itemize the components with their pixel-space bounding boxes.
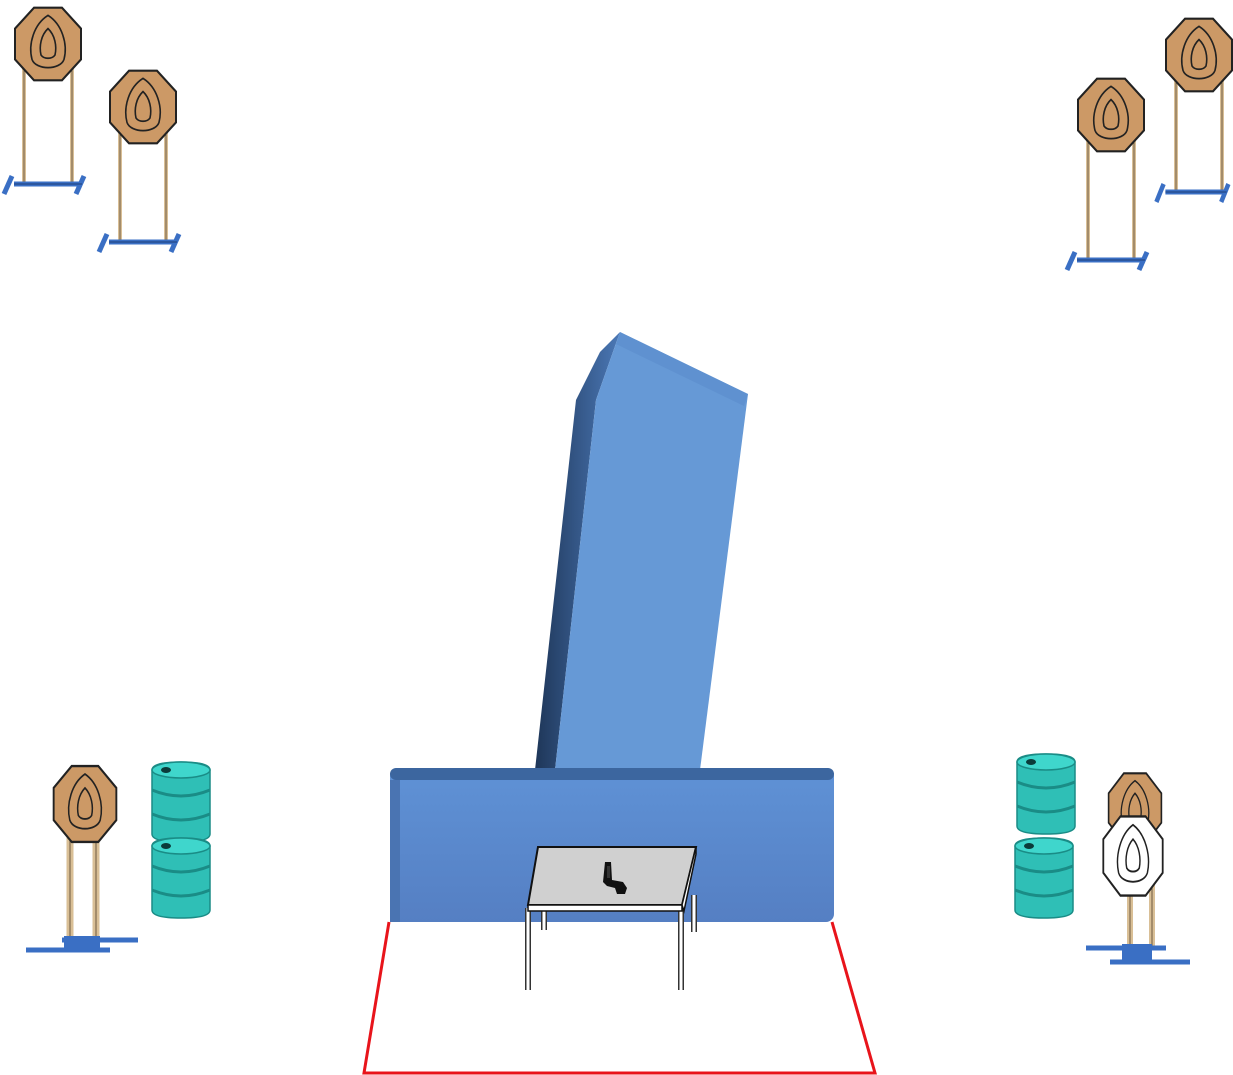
target-upper-left-1	[4, 6, 84, 194]
oil-barrel-icon	[1013, 836, 1075, 920]
no-shoot-target-icon	[1102, 815, 1164, 897]
target-upper-right-2	[1156, 17, 1233, 202]
target-lower-left	[26, 764, 138, 953]
tall-wall	[535, 332, 748, 770]
octagon-steel-target-icon	[52, 764, 118, 844]
octagon-steel-target-icon	[1076, 77, 1146, 153]
barrel-stack-right	[1013, 752, 1077, 920]
oil-barrel-icon	[150, 760, 212, 844]
oil-barrel-icon	[1015, 752, 1077, 836]
no-shoot-target	[1102, 815, 1164, 897]
octagon-steel-target-icon	[108, 69, 178, 145]
octagon-steel-target-icon	[1164, 17, 1233, 93]
oil-barrel-icon	[150, 836, 212, 920]
low-wall	[390, 768, 834, 922]
table	[525, 846, 698, 990]
target-upper-right-1	[1067, 77, 1147, 270]
pistol-icon	[603, 862, 627, 894]
target-upper-left-2	[99, 69, 179, 252]
barrel-stack-left	[150, 760, 212, 920]
octagon-steel-target-icon	[13, 6, 83, 82]
fault-line	[362, 921, 877, 1075]
